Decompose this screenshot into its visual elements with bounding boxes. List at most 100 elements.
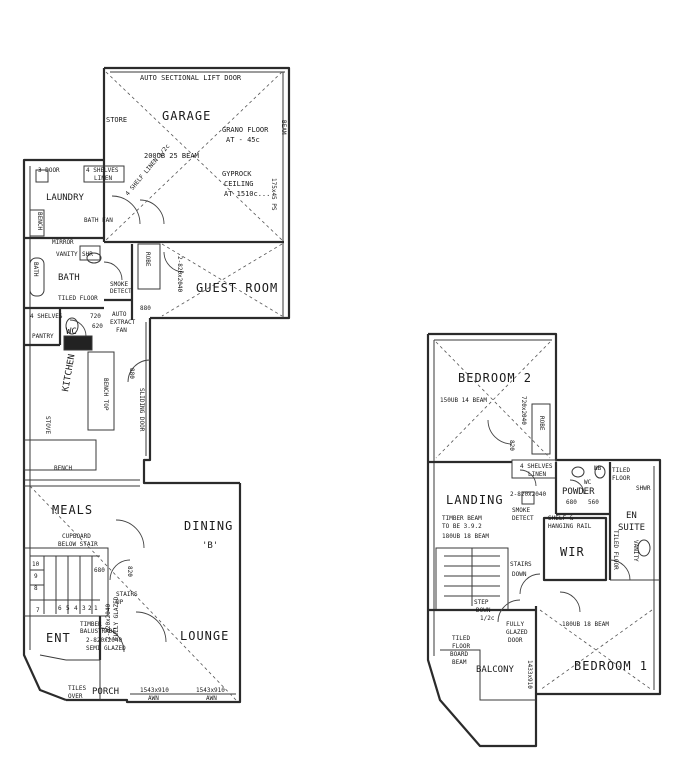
laundry-door: 3 DOOR — [38, 167, 60, 174]
bed2-beam: 150UB 14 BEAM — [440, 397, 487, 404]
shelf-1: SHELF & — [548, 515, 574, 522]
door-880: 880 — [140, 305, 151, 312]
bath-mirror: MIRROR — [52, 239, 74, 246]
porch-label: PORCH — [92, 687, 119, 697]
wir-label: WIR — [560, 545, 585, 559]
upper-robe: ROBE — [538, 416, 545, 431]
wc-fan-2: EXTRACT — [110, 319, 136, 326]
bath-tiled-floor: TILED FLOOR — [58, 295, 98, 302]
ground-stair-treads — [30, 555, 100, 614]
bed2-door: 720x2040 — [520, 396, 527, 425]
garage-ceiling-label-3: AT 1510c... — [224, 190, 270, 198]
upper-door-820: 2-820x2040 — [510, 491, 547, 498]
laundry-shelves: 4 SHELF LINEN 1/2c — [124, 143, 171, 198]
door-820: 820 — [126, 566, 133, 577]
upper-fixtures — [521, 465, 651, 557]
step-7: 7 — [36, 607, 40, 614]
ground-floor-labels: AUTO SECTIONAL LIFT DOOR GARAGE STORE GR… — [30, 74, 287, 702]
stairs-up-2: UP — [116, 599, 124, 606]
step-5: 5 — [66, 605, 70, 612]
upper-stairs-2: DOWN — [512, 571, 527, 578]
door-680: 680 — [94, 567, 105, 574]
door-880b: 880 — [128, 368, 135, 379]
cupboard-1: CUPBOARD — [62, 533, 91, 540]
kitchen-stove: STOVE — [44, 416, 51, 434]
dining-code: 'B' — [202, 541, 218, 551]
garage-right-beam: BEAM — [280, 120, 287, 135]
landing-beam-1: TIMBER BEAM — [442, 515, 482, 522]
window-1b: AWN — [148, 695, 159, 702]
laundry-bench: BENCH — [36, 212, 43, 230]
ent-label: ENT — [46, 631, 71, 645]
smoke-detect-1: SMOKE — [110, 281, 128, 288]
tiles-2: OVER — [68, 693, 83, 700]
bath-title: BATH — [58, 273, 80, 283]
step-down-1: STEP — [474, 599, 489, 606]
sliding-door: SLIDING DOOR — [138, 388, 145, 432]
upper-linen-1: 4 SHELVES — [520, 463, 553, 470]
garage-ceiling-label-2: CEILING — [224, 180, 254, 188]
window-2b: AWN — [206, 695, 217, 702]
kitchen-title: KITCHEN — [61, 353, 77, 392]
garage-title: GARAGE — [162, 109, 211, 123]
balcony-label: BALCONY — [476, 665, 515, 675]
step-9: 9 — [34, 573, 38, 580]
step-6: 6 — [58, 605, 62, 612]
stairs-up-1: STAIRS — [116, 591, 138, 598]
step-1: 1 — [94, 605, 98, 612]
window-1: 1543x910 — [140, 687, 169, 694]
garage-post: 175x45 PS — [270, 178, 277, 211]
upper-tiled-2: FLOOR — [612, 475, 630, 482]
upper-tiled-1: TILED — [612, 467, 630, 474]
garage-beam-label: 200UB 25 BEAM — [144, 152, 199, 160]
garage-floor-label-2: AT - 45c — [226, 136, 260, 144]
bed1-title: BEDROOM 1 — [574, 659, 648, 673]
glazed-1: 2-820x2040 — [105, 603, 112, 640]
dining-title: DINING — [184, 519, 233, 533]
smoke-detect-2: DETECT — [110, 288, 132, 295]
ensuite-1: EN — [626, 511, 637, 521]
fully-2: GLAZED — [506, 629, 528, 636]
upper-linen-2: LINEN — [528, 471, 546, 478]
step-down-2: DOWN — [476, 607, 491, 614]
upper-floor-labels: BEDROOM 2 150UB 14 BEAM 720x2040 820 ROB… — [440, 371, 651, 689]
bed2-door-820: 820 — [508, 440, 515, 451]
balustrade-3: 2-820x2040 — [86, 637, 123, 644]
ground-fixtures — [29, 165, 125, 351]
bed1-beam: 180UB 18 BEAM — [562, 621, 609, 628]
balc-tiled-3: BOARD — [450, 651, 468, 658]
ground-floor-diagonals — [29, 71, 283, 701]
wc-620: 620 — [92, 323, 103, 330]
fully-3: DOOR — [508, 637, 523, 644]
balc-tiled-4: BEAM — [452, 659, 467, 666]
powder-wc: WC — [584, 479, 592, 486]
landing-beam-2: TO BE 3.9.2 — [442, 523, 482, 530]
pantry-shelves: 4 SHELVES — [30, 313, 63, 320]
glazed-2: FULLY GLAZED — [113, 596, 120, 640]
guest-door-size: 2-820x2040 — [176, 256, 183, 293]
step-3: 3 — [82, 605, 86, 612]
upper-stairs-1: STAIRS — [510, 561, 532, 568]
shelf-2: HANGING RAIL — [548, 523, 592, 530]
balcony-window: 1433x910 — [526, 660, 533, 689]
balustrade-1: TIMBER — [80, 621, 102, 628]
wc-fan-1: AUTO — [112, 311, 127, 318]
ensuite-vanity: VANITY — [632, 540, 639, 562]
landing-label: LANDING — [446, 493, 504, 507]
ensuite-shower: SHWR — [636, 485, 651, 492]
step-4: 4 — [74, 605, 78, 612]
garage-floor-label: GRANO FLOOR — [222, 126, 269, 134]
fully-1: FULLY — [506, 621, 524, 628]
powder-nb: NB — [594, 465, 602, 472]
step-down-3: 1/2c — [480, 615, 495, 622]
wc-title: WC — [66, 327, 77, 337]
upper-smoke-2: DETECT — [512, 515, 534, 522]
ensuite-2: SUITE — [618, 523, 645, 533]
step-8: 8 — [34, 585, 38, 592]
window-2: 1543x910 — [196, 687, 225, 694]
tiles-1: TILES — [68, 685, 86, 692]
ground-floor-doors — [69, 195, 185, 653]
bath-tub-label: BATH — [32, 262, 39, 277]
cupboard-2: BELOW STAIR — [58, 541, 98, 548]
